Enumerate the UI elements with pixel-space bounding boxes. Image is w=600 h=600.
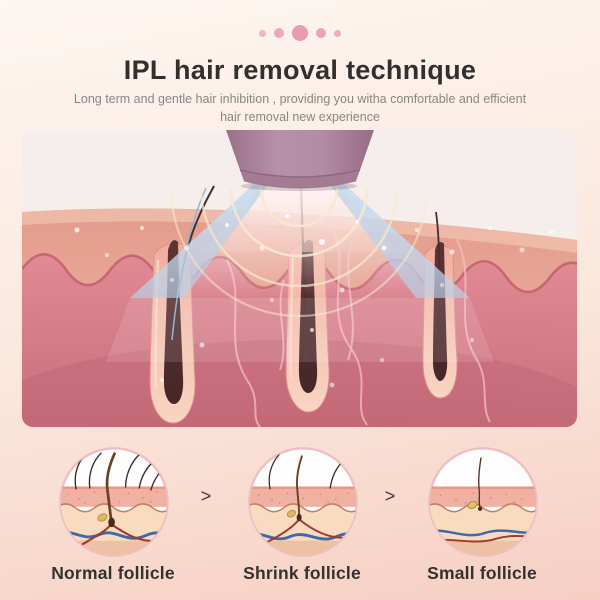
small-follicle-icon <box>428 447 538 557</box>
dot-icon <box>334 29 341 37</box>
decorative-dots <box>0 25 600 41</box>
normal-follicle-icon <box>59 447 169 557</box>
dot-icon <box>292 25 308 41</box>
ipl-device-icon <box>226 130 374 191</box>
stage-label-small: Small follicle <box>427 563 537 583</box>
stage-label-shrink: Shrink follicle <box>243 563 361 583</box>
dot-icon <box>259 29 266 37</box>
stage-arrow: > <box>384 486 396 506</box>
stage-label-normal: Normal follicle <box>51 563 175 583</box>
shrink-follicle-icon <box>248 447 358 557</box>
dot-icon <box>316 28 326 38</box>
page-title: IPL hair removal technique <box>123 55 477 85</box>
page-subtitle: Long term and gentle hair inhibition , p… <box>0 90 600 126</box>
dot-icon <box>274 28 284 38</box>
stage-arrow: > <box>200 486 212 506</box>
subtitle-line-2: hair removal new experience <box>220 110 380 124</box>
sparkles <box>74 214 554 388</box>
subtitle-line-1: Long term and gentle hair inhibition , p… <box>73 92 527 106</box>
light-pulse-ripples <box>169 187 429 318</box>
dermis-shadow <box>22 340 577 427</box>
ipl-skin-illustration <box>22 130 577 427</box>
